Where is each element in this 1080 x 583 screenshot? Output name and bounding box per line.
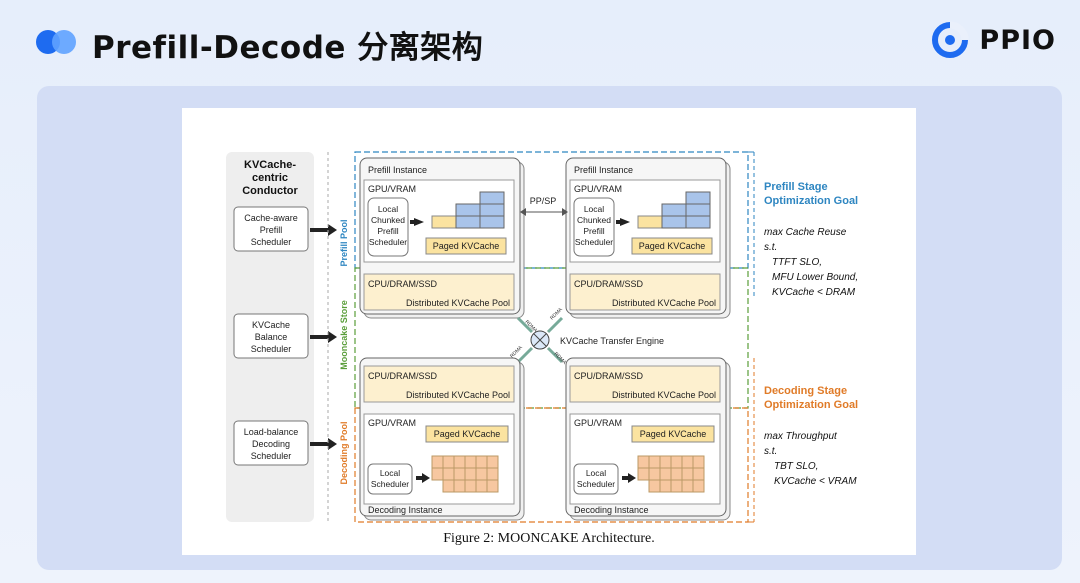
store-boundary <box>354 267 749 409</box>
svg-text:CPU/DRAM/SSD: CPU/DRAM/SSD <box>368 371 438 381</box>
decoding-goal-title-1: Decoding Stage <box>764 385 847 397</box>
svg-text:KVCache < VRAM: KVCache < VRAM <box>774 476 857 487</box>
svg-text:Decoding: Decoding <box>252 439 290 449</box>
scheduler-arrows <box>310 224 337 450</box>
mooncake-architecture-figure: KVCache- centric Conductor Cache-aware P… <box>182 108 916 555</box>
title-bullet-icon <box>36 30 76 54</box>
svg-text:s.t.: s.t. <box>764 446 777 457</box>
svg-text:Scheduler: Scheduler <box>577 479 615 489</box>
svg-text:Scheduler: Scheduler <box>251 344 292 354</box>
svg-text:GPU/VRAM: GPU/VRAM <box>574 418 622 428</box>
svg-text:Decoding Instance: Decoding Instance <box>574 505 649 515</box>
svg-text:Local: Local <box>584 204 604 214</box>
conductor-title-2: centric <box>252 172 288 184</box>
decoding-pool-boundary <box>354 407 749 523</box>
svg-text:max Throughput: max Throughput <box>764 431 838 442</box>
decoding-goal-title-2: Optimization Goal <box>764 399 858 411</box>
svg-text:max Cache Reuse: max Cache Reuse <box>764 227 847 238</box>
svg-text:Distributed KVCache Pool: Distributed KVCache Pool <box>612 390 716 400</box>
decoding-instance-left: CPU/DRAM/SSD Distributed KVCache Pool GP… <box>359 357 525 521</box>
transfer-engine-label: KVCache Transfer Engine <box>560 336 664 346</box>
page-title: Prefill-Decode 分离架构 <box>92 30 484 66</box>
architecture-diagram: KVCache- centric Conductor Cache-aware P… <box>226 151 858 523</box>
balance-scheduler-box <box>233 313 309 359</box>
decoding-instance-right: CPU/DRAM/SSD Distributed KVCache Pool GP… <box>565 357 731 521</box>
ppsp-label: PP/SP <box>530 196 557 206</box>
svg-text:Local: Local <box>586 468 606 478</box>
cache-aware-scheduler-box <box>233 206 309 252</box>
svg-text:Distributed KVCache Pool: Distributed KVCache Pool <box>406 298 510 308</box>
rdma-links <box>516 316 564 364</box>
svg-text:Decoding Instance: Decoding Instance <box>368 505 443 515</box>
ppio-logo-icon <box>932 21 969 58</box>
prefill-goal-title-1: Prefill Stage <box>764 181 828 193</box>
svg-text:Load-balance: Load-balance <box>244 427 299 437</box>
svg-text:Prefill: Prefill <box>377 226 398 236</box>
svg-text:GPU/VRAM: GPU/VRAM <box>368 184 416 194</box>
svg-text:Chunked: Chunked <box>371 215 405 225</box>
svg-text:Scheduler: Scheduler <box>575 237 613 247</box>
prefill-instance-right: Prefill Instance GPU/VRAM Local Chunked … <box>565 157 731 319</box>
svg-text:Cache-aware: Cache-aware <box>244 213 298 223</box>
prefill-pool-boundary <box>354 151 749 269</box>
svg-text:TTFT SLO,: TTFT SLO, <box>772 257 822 268</box>
svg-text:Prefill: Prefill <box>260 225 283 235</box>
svg-text:Chunked: Chunked <box>577 215 611 225</box>
svg-text:MFU Lower Bound,: MFU Lower Bound, <box>772 272 858 283</box>
svg-text:Scheduler: Scheduler <box>371 479 409 489</box>
svg-text:Scheduler: Scheduler <box>369 237 407 247</box>
prefill-goal-title-2: Optimization Goal <box>764 195 858 207</box>
svg-text:Scheduler: Scheduler <box>251 451 292 461</box>
svg-text:Local: Local <box>378 204 398 214</box>
svg-text:GPU/VRAM: GPU/VRAM <box>368 418 416 428</box>
decoding-pool-label: Decoding Pool <box>339 422 349 485</box>
brand-logo: PPIO <box>931 20 1056 60</box>
conductor-title-1: KVCache- <box>244 159 296 171</box>
svg-text:RDMA: RDMA <box>553 351 568 366</box>
prefill-instance-left: Prefill Instance GPU/VRAM Local Chunked … <box>359 157 525 319</box>
prefill-pool-label: Prefill Pool <box>339 219 349 266</box>
svg-text:Paged KVCache: Paged KVCache <box>433 241 500 251</box>
svg-text:Paged KVCache: Paged KVCache <box>640 429 707 439</box>
svg-text:CPU/DRAM/SSD: CPU/DRAM/SSD <box>368 279 438 289</box>
svg-text:Distributed KVCache Pool: Distributed KVCache Pool <box>612 298 716 308</box>
svg-text:KVCache: KVCache <box>252 320 290 330</box>
svg-text:Prefill: Prefill <box>583 226 604 236</box>
svg-text:CPU/DRAM/SSD: CPU/DRAM/SSD <box>574 279 644 289</box>
svg-text:TBT SLO,: TBT SLO, <box>774 461 818 472</box>
svg-text:Balance: Balance <box>255 332 288 342</box>
svg-text:Paged KVCache: Paged KVCache <box>434 429 501 439</box>
svg-text:Local: Local <box>380 468 400 478</box>
conductor-title-3: Conductor <box>242 185 298 197</box>
svg-text:Paged KVCache: Paged KVCache <box>639 241 706 251</box>
store-label: Mooncake Store <box>339 300 349 370</box>
svg-text:s.t.: s.t. <box>764 242 777 253</box>
svg-text:CPU/DRAM/SSD: CPU/DRAM/SSD <box>574 371 644 381</box>
figure-caption: Figure 2: MOONCAKE Architecture. <box>443 531 655 546</box>
svg-text:Prefill Instance: Prefill Instance <box>574 165 633 175</box>
svg-text:Prefill Instance: Prefill Instance <box>368 165 427 175</box>
svg-text:GPU/VRAM: GPU/VRAM <box>574 184 622 194</box>
logo-text: PPIO <box>979 24 1056 56</box>
decoding-scheduler-box <box>233 420 309 466</box>
svg-text:Distributed KVCache Pool: Distributed KVCache Pool <box>406 390 510 400</box>
svg-text:KVCache < DRAM: KVCache < DRAM <box>772 287 856 298</box>
svg-text:Scheduler: Scheduler <box>251 237 292 247</box>
